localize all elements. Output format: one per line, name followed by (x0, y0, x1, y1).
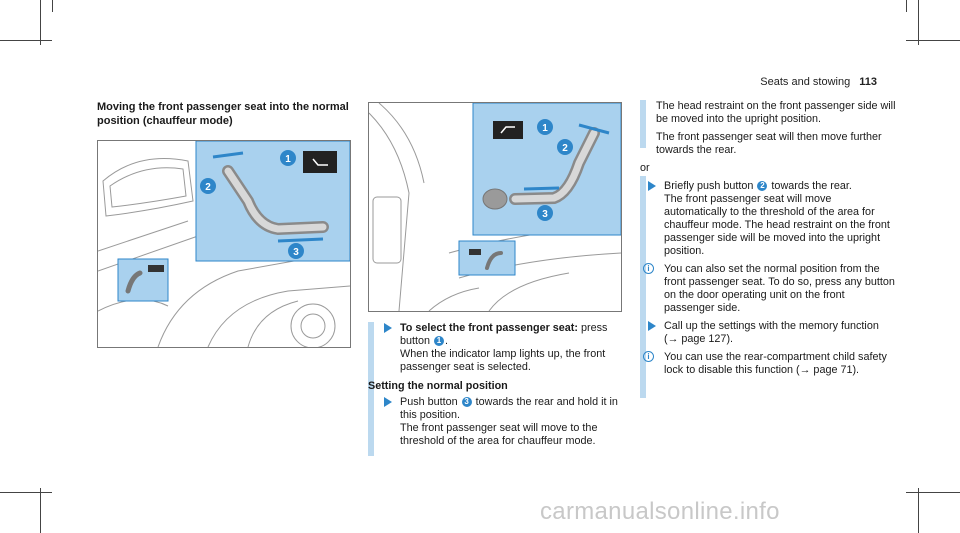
crop-mark (918, 488, 919, 533)
or-separator: or (640, 162, 650, 174)
callout-2: 2 (562, 143, 568, 154)
step-arrow-icon (648, 181, 656, 191)
paragraph: The head restraint on the front passenge… (656, 100, 896, 125)
step-arrow-icon (648, 321, 656, 331)
info-icon: i (643, 351, 654, 362)
step-text: Call up the settings with the memory fun… (664, 320, 879, 345)
page-ref-arrow: → (667, 333, 679, 345)
crop-mark (0, 40, 52, 41)
callout-3: 3 (293, 247, 299, 258)
info-icon: i (643, 263, 654, 274)
crop-mark (906, 492, 960, 493)
info-text: You can use the rear-compartment child s… (664, 351, 887, 376)
step-text: Push button (400, 396, 461, 408)
page-ref-arrow: → (799, 364, 811, 376)
page-reference-link[interactable]: page 127). (678, 333, 734, 345)
crop-mark (40, 0, 41, 45)
button-3-badge: 3 (461, 397, 472, 407)
section-heading: Moving the front passenger seat into the… (97, 101, 349, 127)
subheading: Setting the normal position (368, 380, 508, 392)
crop-mark (0, 492, 52, 493)
step-result: The front passenger seat will move autom… (664, 193, 890, 257)
running-header: Seats and stowing 113 (760, 76, 877, 88)
step-text: press button (400, 322, 608, 347)
callout-1: 1 (542, 123, 548, 134)
step-select-seat: To select the front passenger seat: pres… (376, 322, 624, 374)
callout-2: 2 (205, 182, 211, 193)
step-text: towards the rear and hold it in this pos… (400, 396, 618, 421)
right-instructions: The head restraint on the front passenge… (640, 100, 896, 382)
step-memory-function: Call up the settings with the memory fun… (640, 320, 896, 346)
info-text: You can also set the normal position fro… (664, 263, 895, 314)
info-note: i You can also set the normal position f… (640, 263, 896, 315)
info-note: i You can use the rear-compartment child… (640, 351, 896, 377)
seat-controls-drawing: 1 2 3 (369, 103, 621, 311)
section-title: Seats and stowing (760, 76, 851, 88)
instruction-bar (368, 322, 374, 456)
middle-instructions: To select the front passenger seat: pres… (368, 322, 624, 453)
callout-1: 1 (285, 154, 291, 165)
illustration-seat-controls: 1 2 3 (368, 102, 622, 312)
step-arrow-icon (384, 397, 392, 407)
watermark: carmanualsonline.info (540, 498, 780, 525)
crop-mark (918, 0, 919, 45)
crop-mark (906, 40, 960, 41)
button-2-badge: 2 (757, 181, 768, 191)
page-reference-link[interactable]: page 71). (810, 364, 860, 376)
door-panel-drawing: 1 2 3 (98, 141, 350, 347)
callout-3: 3 (542, 209, 548, 220)
step-text: . (445, 335, 449, 347)
step-lead: To select the front passenger seat: (400, 322, 578, 334)
step-arrow-icon (384, 323, 392, 333)
crop-mark (52, 0, 53, 12)
crop-mark (906, 0, 907, 12)
step-result: When the indicator lamp lights up, the f… (400, 348, 606, 373)
step-text: towards the rear. (768, 180, 852, 192)
paragraph: The front passenger seat will then move … (656, 131, 882, 156)
step-text: Briefly push button (664, 180, 757, 192)
step-push-button: Push button 3 towards the rear and hold … (376, 396, 624, 448)
step-result: The front passenger seat will move to th… (400, 422, 598, 447)
instruction-bar (640, 100, 646, 148)
illustration-door-panel: 1 2 3 (97, 140, 351, 348)
page-number: 113 (859, 76, 877, 88)
step-brief-push: Briefly push button 2 towards the rear. … (640, 180, 896, 258)
button-1-badge: 1 (434, 336, 445, 346)
crop-mark (40, 488, 41, 533)
instruction-bar (640, 176, 646, 398)
